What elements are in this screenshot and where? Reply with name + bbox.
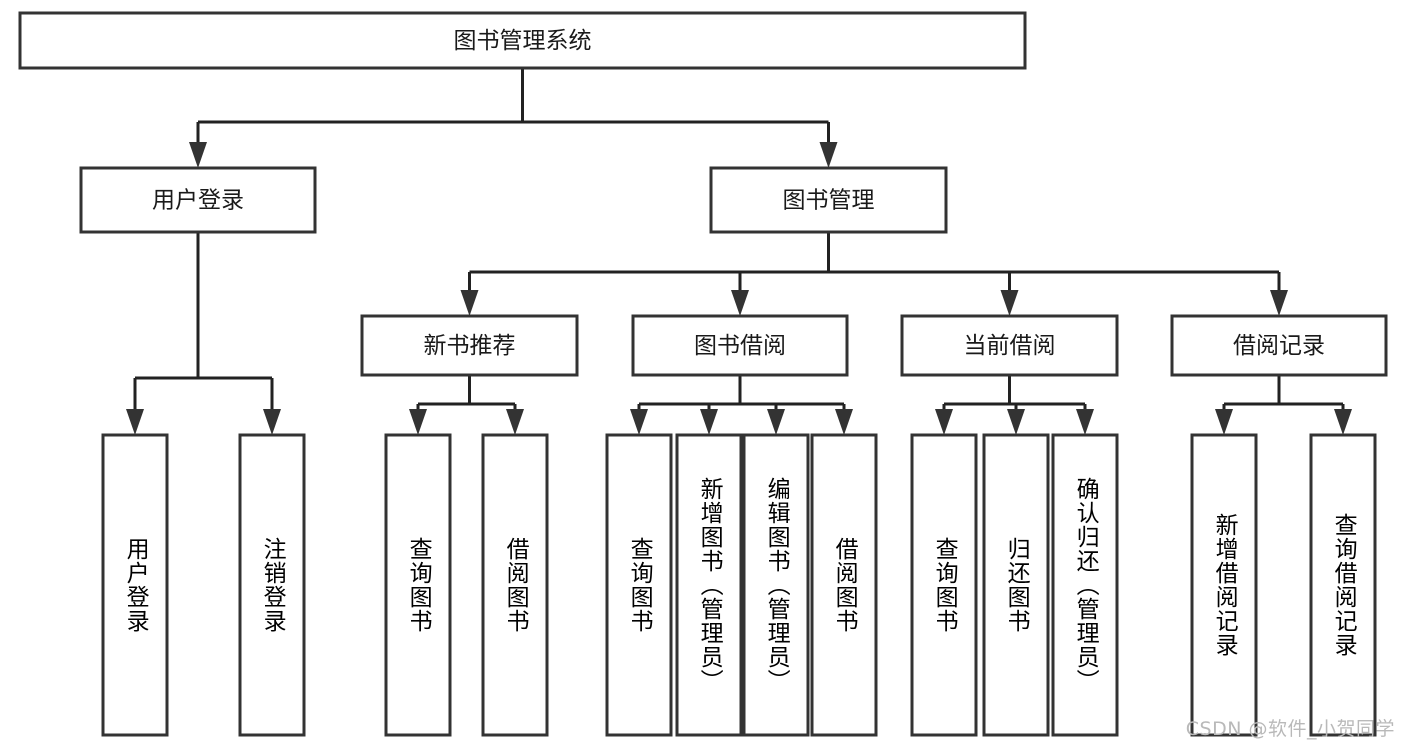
arrow-head-icon-leaf-return-book — [1007, 409, 1025, 435]
node-label-root: 图书管理系统 — [454, 28, 592, 54]
node-box-leaf-borrow-book-rec[interactable] — [481, 433, 549, 737]
node-book-manage[interactable]: 图书管理 — [709, 166, 948, 234]
arrow-head-icon-new-book-recommend — [460, 290, 479, 316]
arrow-head-icon-user-login — [189, 142, 207, 168]
arrow-head-icon-leaf-add-borrow-record — [1215, 409, 1233, 435]
node-label-user-login: 用户登录 — [152, 188, 244, 214]
arrow-head-icon-borrow-record — [1270, 290, 1288, 316]
node-leaf-query-book-rec[interactable] — [384, 433, 452, 737]
node-leaf-return-book[interactable] — [982, 433, 1050, 737]
node-label-book-borrow: 图书借阅 — [694, 333, 786, 359]
node-leaf-user-login[interactable] — [101, 433, 169, 737]
arrow-head-icon-leaf-edit-book-admin — [767, 409, 785, 435]
node-user-login[interactable]: 用户登录 — [79, 166, 317, 234]
node-label-current-borrow: 当前借阅 — [964, 333, 1056, 359]
node-borrow-record[interactable]: 借阅记录 — [1170, 314, 1388, 377]
node-leaf-add-book-admin[interactable] — [675, 433, 743, 737]
node-box-root[interactable] — [18, 11, 1027, 70]
arrow-head-icon-leaf-query-borrow-record — [1334, 409, 1352, 435]
node-book-borrow[interactable]: 图书借阅 — [631, 314, 849, 377]
node-box-leaf-edit-book-admin[interactable] — [742, 433, 810, 737]
arrow-head-icon-current-borrow — [1000, 290, 1019, 316]
node-box-leaf-query-book-current[interactable] — [910, 433, 978, 737]
node-box-leaf-return-book[interactable] — [982, 433, 1050, 737]
node-box-leaf-add-book-admin[interactable] — [675, 433, 743, 737]
node-new-book-recommend[interactable]: 新书推荐 — [360, 314, 579, 377]
arrow-head-icon-leaf-borrow-book-rec — [506, 409, 524, 435]
node-leaf-logout[interactable] — [238, 433, 306, 737]
node-leaf-query-borrow-record[interactable] — [1309, 433, 1377, 737]
node-box-leaf-query-borrow-record[interactable] — [1309, 433, 1377, 737]
node-box-current-borrow[interactable] — [900, 314, 1119, 377]
node-box-leaf-borrow-book[interactable] — [810, 433, 878, 737]
arrow-head-icon-leaf-logout — [263, 409, 281, 435]
arrow-head-icon-leaf-borrow-book — [835, 409, 853, 435]
node-label-borrow-record: 借阅记录 — [1233, 333, 1325, 359]
node-leaf-borrow-book[interactable] — [810, 433, 878, 737]
node-box-leaf-add-borrow-record[interactable] — [1190, 433, 1258, 737]
arrow-head-icon-leaf-query-book-rec — [409, 409, 427, 435]
node-label-book-manage: 图书管理 — [783, 188, 875, 214]
node-box-user-login[interactable] — [79, 166, 317, 234]
node-box-leaf-confirm-return-admin[interactable] — [1051, 433, 1119, 737]
node-leaf-query-book-borrow[interactable] — [605, 433, 673, 737]
node-box-book-manage[interactable] — [709, 166, 948, 234]
node-leaf-query-book-current[interactable] — [910, 433, 978, 737]
arrow-head-icon-leaf-query-book-borrow — [630, 409, 648, 435]
node-leaf-borrow-book-rec[interactable] — [481, 433, 549, 737]
arrow-head-icon-leaf-query-book-current — [935, 409, 953, 435]
node-box-book-borrow[interactable] — [631, 314, 849, 377]
node-root[interactable]: 图书管理系统 — [18, 11, 1027, 70]
node-current-borrow[interactable]: 当前借阅 — [900, 314, 1119, 377]
node-box-new-book-recommend[interactable] — [360, 314, 579, 377]
node-leaf-edit-book-admin[interactable] — [742, 433, 810, 737]
arrow-head-icon-leaf-confirm-return-admin — [1076, 409, 1094, 435]
node-box-leaf-user-login[interactable] — [101, 433, 169, 737]
watermark-text: CSDN @软件_小贺同学 — [1185, 718, 1395, 740]
node-box-leaf-logout[interactable] — [238, 433, 306, 737]
node-leaf-add-borrow-record[interactable] — [1190, 433, 1258, 737]
node-label-new-book-recommend: 新书推荐 — [424, 333, 516, 359]
node-box-leaf-query-book-rec[interactable] — [384, 433, 452, 737]
node-box-borrow-record[interactable] — [1170, 314, 1388, 377]
node-box-leaf-query-book-borrow[interactable] — [605, 433, 673, 737]
arrow-head-icon-leaf-add-book-admin — [700, 409, 718, 435]
arrow-head-icon-book-manage — [819, 142, 838, 168]
arrow-head-icon-book-borrow — [731, 290, 749, 316]
node-leaf-confirm-return-admin[interactable] — [1051, 433, 1119, 737]
arrow-head-icon-leaf-user-login — [126, 409, 144, 435]
